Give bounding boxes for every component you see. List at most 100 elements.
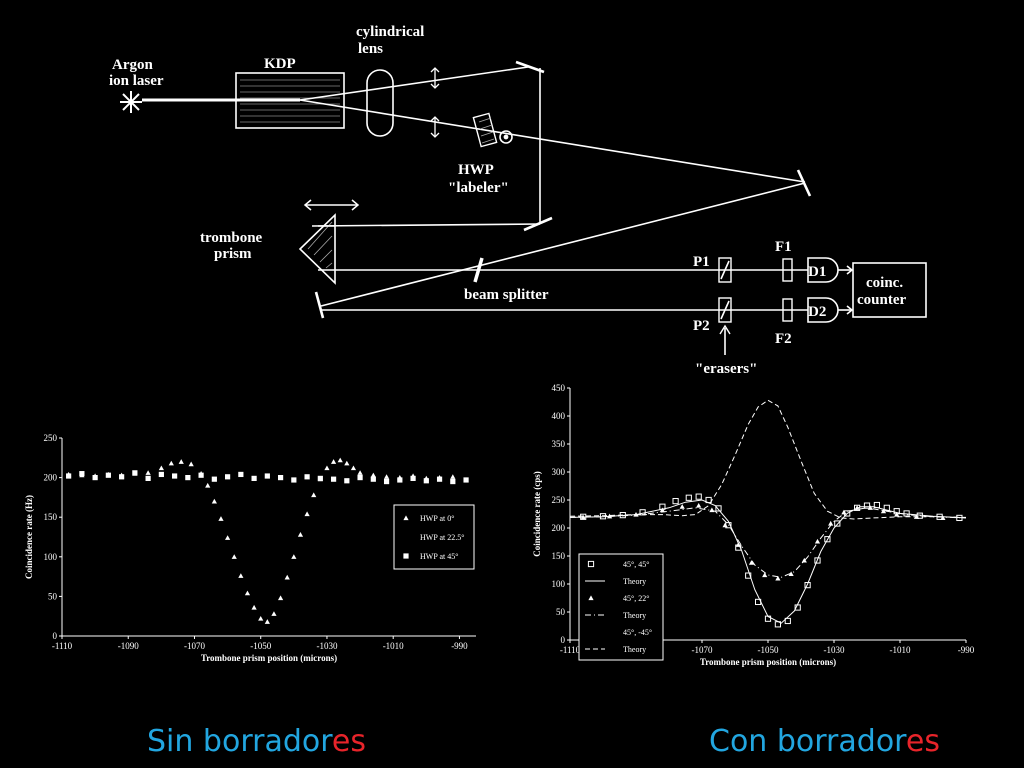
data-point-0 — [271, 611, 277, 616]
filter-f2 — [782, 298, 793, 322]
legend-label: HWP at 22.5° — [420, 533, 464, 542]
data-point-0 — [158, 465, 164, 471]
upper-return-beam — [311, 223, 541, 227]
data-point-2 — [775, 575, 781, 581]
y-tick-label: 400 — [552, 411, 566, 421]
data-point-0 — [814, 557, 821, 564]
data-point-2 — [119, 474, 125, 480]
eraser-arrow-head-icon — [719, 324, 731, 335]
series-line-5 — [569, 399, 967, 520]
x-tick-label: -1010 — [383, 641, 404, 651]
legend-label: Theory — [623, 577, 646, 586]
data-point-0 — [145, 470, 151, 475]
data-point-2 — [854, 505, 860, 510]
label-counter-1: coinc. — [866, 275, 903, 291]
data-point-2 — [436, 476, 443, 482]
y-tick-label: 250 — [44, 433, 58, 443]
data-point-2 — [211, 476, 217, 482]
label-f2: F2 — [775, 331, 792, 347]
legend-label: 45°, 45° — [623, 560, 649, 569]
data-point-2 — [225, 474, 231, 480]
y-tick-label: 100 — [44, 552, 58, 562]
label-trombone-2: prism — [214, 246, 252, 262]
data-point-0 — [178, 459, 184, 464]
data-point-0 — [238, 573, 244, 578]
y-axis-label: Coincidence rate (cps) — [532, 471, 542, 556]
data-point-2 — [172, 473, 178, 479]
label-f1: F1 — [775, 239, 792, 255]
laser-star-icon — [120, 91, 142, 113]
data-point-0 — [205, 482, 211, 488]
data-point-2 — [185, 475, 191, 481]
caption-left: Sin borradores — [147, 722, 366, 762]
y-tick-label: 200 — [44, 473, 58, 483]
data-point-2 — [679, 504, 685, 509]
data-point-2 — [66, 473, 72, 479]
hwp-shading — [478, 117, 495, 144]
caption-left-base: Sin borrador — [147, 724, 332, 759]
x-tick-label: -990 — [451, 641, 468, 651]
data-point-2 — [397, 477, 403, 483]
x-tick-label: -1090 — [118, 641, 139, 651]
x-axis-label: Trombone prism position (microns) — [700, 657, 836, 667]
caption-right: Con borradores — [709, 722, 940, 762]
data-point-0 — [218, 516, 224, 521]
trombone-arrow-icon — [303, 199, 360, 211]
detector-d2 — [807, 297, 839, 323]
legend-label: 45°, 22° — [623, 594, 649, 603]
chart-with-erasers: 050100150200250300350400450-1110-1070-10… — [532, 383, 975, 667]
x-axis-label: Trombone prism position (microns) — [201, 653, 337, 663]
caption-right-suffix: es — [905, 724, 940, 759]
y-tick-label: 50 — [556, 607, 566, 617]
y-tick-label: 50 — [48, 591, 58, 601]
cylindrical-lens — [366, 69, 394, 137]
data-point-2 — [357, 475, 363, 481]
label-lens-1: cylindrical — [356, 24, 424, 40]
data-point-2 — [264, 473, 270, 479]
diagram-labels: Argon ion laser KDP cylindrical lens HWP… — [109, 24, 906, 377]
series-line-1 — [569, 499, 967, 624]
label-d2: D2 — [808, 304, 826, 320]
data-point-0 — [834, 520, 841, 527]
data-point-0 — [824, 536, 831, 543]
x-tick-label: -1050 — [250, 641, 271, 651]
data-point-0 — [370, 472, 376, 478]
y-tick-label: 100 — [552, 579, 566, 589]
label-beam-splitter: beam splitter — [464, 287, 549, 303]
polarizer-p2-axis — [720, 300, 730, 320]
wire-d1-arrow-icon — [846, 265, 854, 275]
polarizer-p1 — [718, 257, 732, 283]
legend-marker-swatch — [403, 515, 409, 521]
data-point-0 — [297, 532, 304, 537]
x-tick-label: -1030 — [316, 641, 337, 651]
data-point-2 — [330, 476, 337, 482]
y-tick-label: 250 — [552, 495, 566, 505]
data-point-2 — [788, 571, 794, 576]
label-kdp: KDP — [264, 56, 296, 72]
data-point-0 — [863, 502, 871, 509]
data-point-2 — [145, 475, 151, 481]
data-point-2 — [158, 471, 164, 478]
data-point-2 — [463, 477, 469, 483]
data-point-0 — [672, 498, 679, 505]
data-point-0 — [251, 604, 257, 610]
label-lens-2: lens — [358, 41, 383, 57]
data-point-0 — [231, 554, 237, 559]
y-tick-label: 200 — [552, 523, 566, 533]
data-point-2 — [238, 471, 244, 478]
data-point-0 — [715, 505, 722, 512]
y-tick-label: 0 — [561, 635, 566, 645]
data-point-2 — [251, 475, 257, 481]
mirror-left — [314, 291, 325, 319]
polarizer-p1-axis — [720, 260, 730, 280]
data-point-0 — [304, 511, 310, 517]
data-point-2 — [894, 511, 900, 517]
data-point-2 — [198, 472, 204, 478]
rotation-axis-dot — [503, 134, 509, 140]
y-axis-label: Coincidence rate (Hz) — [24, 495, 34, 579]
coincidence-counter — [852, 262, 927, 318]
x-tick-label: -990 — [958, 645, 975, 655]
data-point-0 — [337, 457, 343, 463]
x-tick-label: -1050 — [758, 645, 779, 655]
